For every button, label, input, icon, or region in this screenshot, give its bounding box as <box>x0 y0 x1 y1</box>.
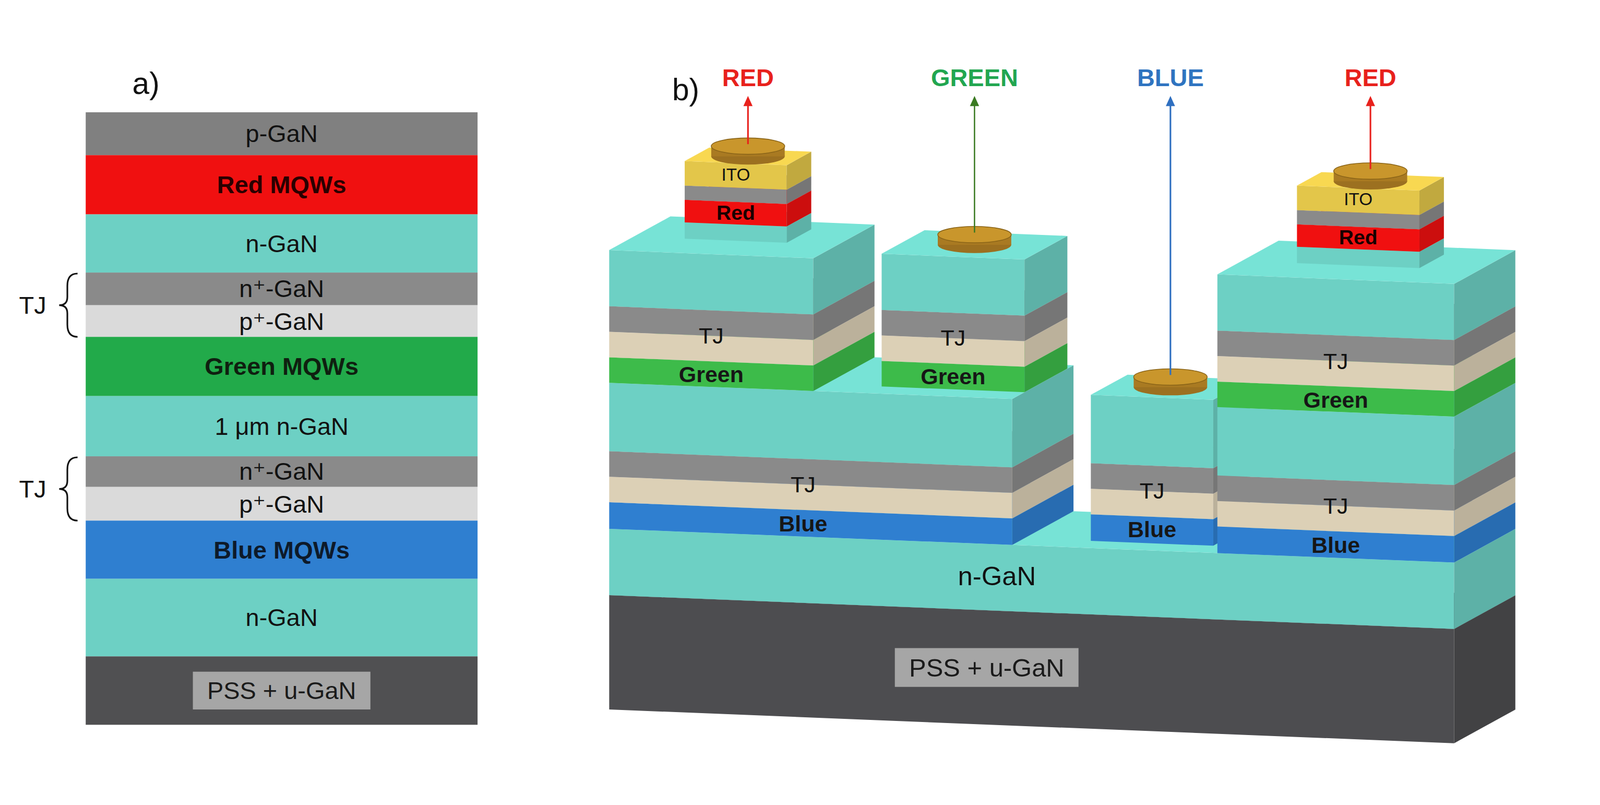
layer-label: Blue <box>1311 532 1360 557</box>
junction-label: TJ <box>18 475 46 502</box>
epi-layer: n⁺-GaN <box>85 456 478 487</box>
layer-face <box>684 199 787 227</box>
layer-label: Green <box>920 365 986 389</box>
layer-label: PSS + u-GaN <box>894 647 1079 687</box>
layer-label: Green MQWs <box>204 353 359 379</box>
layer-label: 1 μm n-GaN <box>214 413 349 439</box>
layer-label: n-GaN <box>958 562 1037 591</box>
layer-label: Red <box>1339 227 1378 249</box>
epi-layer: p⁺-GaN <box>85 305 478 338</box>
emission-label: RED <box>722 64 774 91</box>
layer-face <box>1296 185 1420 215</box>
emission-arrow <box>973 103 976 233</box>
panel-letter: a) <box>132 67 160 101</box>
junction-label: TJ <box>1323 349 1349 373</box>
layer-label: Blue MQWs <box>213 536 350 563</box>
brace <box>58 273 78 337</box>
epi-layer: Blue MQWs <box>85 520 478 579</box>
layer-label: Red MQWs <box>217 171 347 198</box>
layer-label: Green <box>1303 387 1368 412</box>
layer-face <box>609 249 814 315</box>
brace <box>58 457 78 521</box>
epi-layer: 1 μm n-GaN <box>85 396 478 457</box>
junction-label: TJ <box>940 326 966 350</box>
epi-layer: Red MQWs <box>85 154 478 214</box>
layer-face <box>684 161 787 190</box>
substrate-layer: PSS + u-GaN <box>85 655 478 725</box>
epi-layer: n-GaN <box>85 578 478 657</box>
emission-arrow <box>1169 103 1172 375</box>
layer-label: n-GaN <box>245 230 318 257</box>
emission-label: GREEN <box>930 64 1019 91</box>
epi-layer: n⁺-GaN <box>85 272 478 306</box>
arrow-head <box>970 96 980 107</box>
layer-face <box>881 253 1025 316</box>
layer-label: n⁺-GaN <box>239 276 325 302</box>
layer-label: PSS + u-GaN <box>193 671 371 710</box>
emission-arrow <box>747 103 749 145</box>
mesa-illustration <box>609 147 1515 744</box>
layer-label: n-GaN <box>245 604 318 630</box>
arrow-head <box>1365 96 1376 107</box>
epi-layer: n-GaN <box>85 214 478 273</box>
emission-arrow <box>1369 103 1372 169</box>
junction-label: TJ <box>1139 479 1165 503</box>
emission-label: RED <box>1344 64 1397 91</box>
layer-label: Red <box>716 202 756 224</box>
junction-label: TJ <box>698 324 724 348</box>
layer-label: p⁺-GaN <box>239 307 325 334</box>
emission-arrows <box>711 96 1408 396</box>
layer-face <box>1090 514 1214 546</box>
layer-face <box>1217 407 1455 485</box>
layer-face <box>1090 394 1214 468</box>
arrow-head <box>1165 96 1176 107</box>
junction-label: TJ <box>1323 493 1349 518</box>
emission-label: BLUE <box>1137 64 1204 91</box>
epi-layer: p-GaN <box>85 112 478 155</box>
junction-label: TJ <box>18 292 46 318</box>
epi-layer: p⁺-GaN <box>85 486 478 521</box>
arrow-head <box>743 96 754 107</box>
layer-label: p⁺-GaN <box>239 490 325 517</box>
layer-label: p-GaN <box>245 121 318 147</box>
layer-label: ITO <box>1343 190 1373 210</box>
layer-label: ITO <box>721 165 750 185</box>
layer-face <box>1217 274 1455 341</box>
layer-label: Blue <box>778 511 828 535</box>
tj-braces <box>58 273 78 521</box>
layer-label: Green <box>678 362 744 387</box>
epi-layer: Green MQWs <box>85 336 478 396</box>
panel-letter: b) <box>672 73 700 106</box>
junction-label: TJ <box>790 472 816 496</box>
layer-label: Blue <box>1127 518 1177 542</box>
layer-label: n⁺-GaN <box>239 458 325 485</box>
